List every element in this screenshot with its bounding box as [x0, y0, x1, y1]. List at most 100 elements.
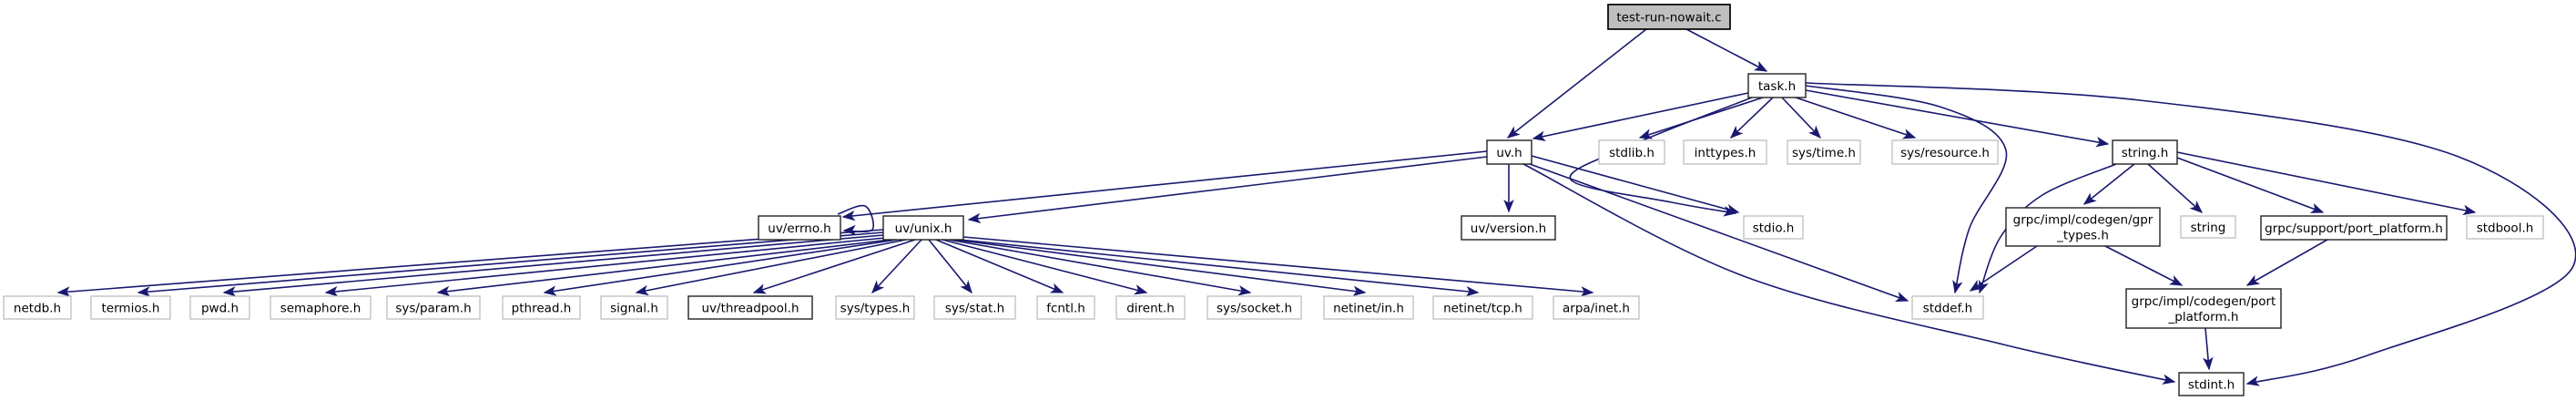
node-label: stdlib.h	[1609, 146, 1655, 160]
node-box[interactable]	[687, 295, 813, 320]
node-label: sys/param.h	[395, 301, 471, 315]
graph-node-task.h[interactable]: task.h	[1747, 73, 1807, 98]
graph-node-stdio.h: stdio.h	[1743, 215, 1804, 240]
include-edge	[1531, 155, 1740, 215]
node-box[interactable]	[2005, 207, 2161, 247]
node-label: termios.h	[102, 301, 160, 315]
include-edge	[2147, 163, 2204, 213]
include-edge	[841, 150, 1488, 221]
include-edge	[1805, 85, 2008, 294]
node-label: netinet/in.h	[1333, 301, 1404, 315]
graph-node-netinet/in.h: netinet/in.h	[1323, 295, 1414, 320]
node-label: task.h	[1758, 79, 1796, 94]
node-label: dirent.h	[1126, 301, 1175, 315]
node-label: signal.h	[610, 301, 658, 315]
graph-node-stdint.h[interactable]: stdint.h	[2178, 372, 2245, 396]
node-label: test-run-nowait.c	[1616, 10, 1721, 25]
graph-node-termios.h: termios.h	[90, 295, 171, 320]
node-box	[600, 295, 668, 320]
graph-node-sys/socket.h: sys/socket.h	[1207, 295, 1302, 320]
graph-node-uv/threadpool.h[interactable]: uv/threadpool.h	[687, 295, 813, 320]
node-label: string.h	[2122, 146, 2169, 160]
graph-node-uv/unix.h[interactable]: uv/unix.h	[882, 215, 964, 241]
node-label: uv/version.h	[1471, 221, 1546, 236]
node-box	[189, 295, 250, 320]
node-label: sys/time.h	[1792, 146, 1856, 160]
include-edge	[222, 234, 884, 297]
graph-node-pwd.h: pwd.h	[189, 295, 250, 320]
graph-node-test-run-nowait.c: test-run-nowait.c	[1607, 4, 1731, 30]
include-edge	[1522, 163, 2176, 385]
graph-node-stdlib.h: stdlib.h	[1598, 139, 1665, 165]
include-edge	[959, 239, 1480, 297]
node-label: semaphore.h	[280, 301, 361, 315]
graph-node-netdb.h: netdb.h	[3, 295, 72, 320]
node-label: grpc/impl/codegen/gpr_types.h	[2013, 212, 2153, 242]
node-box	[1036, 295, 1095, 320]
graph-node-string.h[interactable]: string.h	[2112, 139, 2178, 165]
node-box	[1787, 139, 1861, 165]
graph-edges	[56, 28, 2576, 386]
include-edge	[1532, 92, 1749, 141]
include-edge	[837, 204, 875, 236]
node-label: inttypes.h	[1695, 146, 1756, 160]
graph-node-sys/stat.h: sys/stat.h	[933, 295, 1016, 320]
graph-node-string: string	[2180, 215, 2236, 239]
graph-node-signal.h: signal.h	[600, 295, 668, 320]
graph-node-semaphore.h: semaphore.h	[270, 295, 372, 320]
node-box[interactable]	[2112, 139, 2178, 165]
graph-node-grpc/impl/codegen/port_platform.h[interactable]: grpc/impl/codegen/port_platform.h	[2125, 288, 2282, 329]
include-edge	[1638, 97, 1764, 139]
node-box[interactable]	[882, 215, 964, 241]
node-label: grpc/impl/codegen/port_platform.h	[2132, 294, 2276, 324]
node-box	[1911, 295, 1984, 320]
node-box	[3, 295, 72, 320]
graph-node-uv/errno.h[interactable]: uv/errno.h	[758, 215, 841, 241]
graph-node-sys/time.h: sys/time.h	[1787, 139, 1861, 165]
graph-node-dirent.h: dirent.h	[1115, 295, 1186, 320]
graph-node-sys/resource.h: sys/resource.h	[1891, 139, 1999, 165]
node-box[interactable]	[2260, 215, 2448, 241]
graph-node-grpc/impl/codegen/gpr_types.h[interactable]: grpc/impl/codegen/gpr_types.h	[2005, 207, 2161, 247]
include-edge	[56, 229, 884, 297]
include-edge	[543, 239, 898, 296]
graph-node-stddef.h: stddef.h	[1911, 295, 1984, 320]
include-edge	[935, 239, 1064, 293]
node-box[interactable]	[1486, 139, 1532, 165]
node-box[interactable]	[1747, 73, 1807, 98]
include-edge	[1969, 245, 2038, 292]
include-edge	[2203, 327, 2214, 371]
node-box[interactable]	[2125, 288, 2282, 329]
include-edge	[752, 239, 916, 294]
node-box	[2180, 215, 2236, 239]
include-edge	[436, 239, 891, 297]
include-edge	[1781, 97, 1821, 139]
graph-node-pthread.h: pthread.h	[502, 295, 581, 320]
node-box	[90, 295, 171, 320]
include-edge	[928, 239, 972, 294]
node-label: fcntl.h	[1046, 301, 1085, 315]
graph-node-uv/version.h[interactable]: uv/version.h	[1461, 215, 1556, 241]
node-label: stddef.h	[1923, 301, 1972, 315]
node-label: pwd.h	[201, 301, 239, 315]
node-label: uv.h	[1496, 146, 1522, 160]
node-label: arpa/inet.h	[1563, 301, 1630, 315]
graph-node-arpa/inet.h: arpa/inet.h	[1553, 295, 1640, 320]
include-edge	[2082, 163, 2135, 205]
node-box[interactable]	[758, 215, 841, 241]
node-box[interactable]	[1461, 215, 1556, 241]
graph-node-uv.h[interactable]: uv.h	[1486, 139, 1532, 165]
node-label: uv/threadpool.h	[701, 301, 799, 315]
include-edge	[962, 236, 1594, 297]
include-edge	[2176, 151, 2477, 216]
node-box	[1115, 295, 1186, 320]
graph-node-grpc/support/port_platform.h[interactable]: grpc/support/port_platform.h	[2260, 215, 2448, 241]
node-label: sys/socket.h	[1217, 301, 1292, 315]
include-edge	[1729, 97, 1774, 139]
node-box[interactable]	[2178, 372, 2245, 396]
graph-node-fcntl.h: fcntl.h	[1036, 295, 1095, 320]
include-edge	[635, 239, 907, 296]
node-box	[1207, 295, 1302, 320]
